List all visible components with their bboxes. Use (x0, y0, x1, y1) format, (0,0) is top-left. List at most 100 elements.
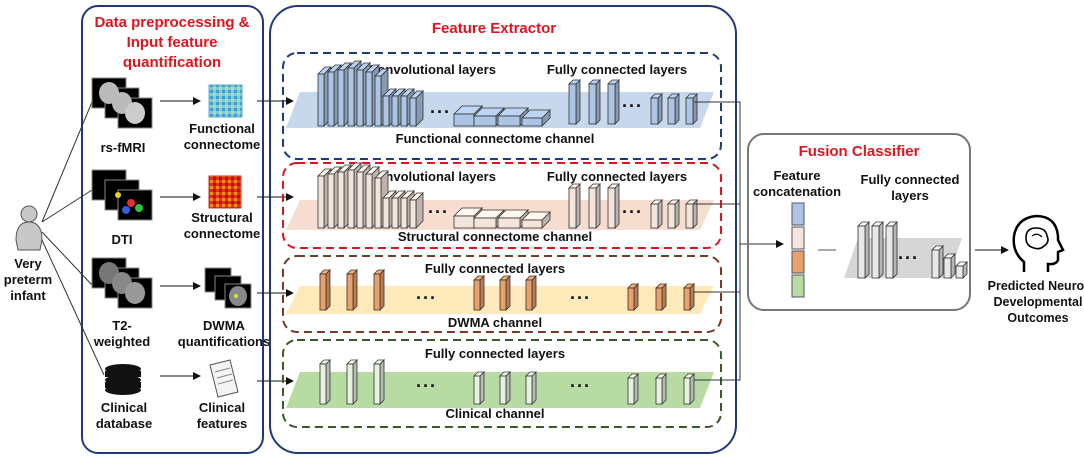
dwma-fc-layer (319, 269, 331, 311)
feature-extractor-panel (269, 5, 737, 454)
structural-conv-slab (409, 192, 424, 229)
functional-ellipsis-conv: ··· (430, 102, 451, 122)
fusion-classifier-panel (747, 133, 971, 311)
structural-conv-block (521, 211, 551, 229)
dwma-fc-layer (525, 275, 537, 311)
functional-fc-label: Fully connected layers (547, 62, 687, 77)
clinical-channel-name: Clinical channel (446, 406, 545, 421)
dwma-fc-layer (473, 275, 485, 311)
output-label-line-3: Outcomes (1007, 311, 1068, 325)
dwma-fc-layer (627, 283, 639, 311)
clinical-fc-layer (525, 371, 537, 405)
head-brain-icon (1012, 214, 1065, 272)
clinical-ellipsis-1: ··· (416, 376, 437, 396)
feature-label-clinical-line-2: features (197, 416, 248, 431)
feature-label-structural-line-1: Structural (191, 210, 252, 225)
dwma-fc-layer (346, 269, 358, 311)
structural-fc-layer (650, 199, 663, 229)
input-label-rs-fmri: rs-fMRI (101, 140, 146, 155)
feature-label-clinical-line-1: Clinical (199, 400, 245, 415)
fusion-fc-layer (943, 253, 956, 279)
structural-fc-label: Fully connected layers (547, 169, 687, 184)
feature-label-functional-line-2: connectome (184, 137, 261, 152)
input-label-clinical-line-2: database (96, 416, 152, 431)
fusion-fc-layer (871, 221, 884, 279)
concatenated-feature-vector (791, 202, 805, 298)
feature-extractor-title: Feature Extractor (432, 20, 556, 37)
concat-label-line-2: concatenation (753, 184, 841, 199)
input-label-t2-line-2: weighted (93, 334, 150, 349)
dwma-fc-layer (683, 283, 695, 311)
structural-fc-layer (607, 183, 620, 229)
dwma-scan-stack-icon (204, 267, 252, 309)
dwma-ellipsis-1: ··· (416, 288, 437, 308)
subject-label-line-2: preterm (4, 272, 52, 287)
clinical-fc-layer (655, 373, 667, 405)
dti-tractography-stack-icon (91, 169, 153, 221)
structural-ellipsis-fc: ··· (622, 202, 643, 222)
clinical-fc-layers (319, 359, 695, 405)
input-label-dti: DTI (112, 232, 133, 247)
structural-fc-layer (685, 199, 698, 229)
structural-ellipsis-conv: ··· (428, 202, 449, 222)
input-to-feature-arrows (160, 97, 201, 380)
functional-conv-label: Convolutional layers (368, 62, 496, 77)
dwma-channel-name: DWMA channel (448, 315, 542, 330)
clinical-fc-label: Fully connected layers (425, 346, 565, 361)
structural-fc-layer (667, 199, 680, 229)
input-label-t2-line-1: T2- (112, 318, 132, 333)
input-label-clinical-line-1: Clinical (101, 400, 147, 415)
functional-fc-layer (568, 79, 581, 125)
fusion-fc-label-line-1: Fully connected (861, 172, 960, 187)
functional-fc-layer (685, 93, 698, 125)
functional-channel-box (282, 52, 722, 160)
clinical-fc-layer (373, 359, 385, 405)
dwma-fc-layer (499, 275, 511, 311)
dwma-fc-label: Fully connected layers (425, 261, 565, 276)
clinical-fc-layer (499, 371, 511, 405)
infant-person-icon (15, 205, 43, 251)
feature-label-dwma-line-2: quantifications (178, 334, 270, 349)
functional-channel-name: Functional connectome channel (396, 131, 595, 146)
feature-to-channel-arrows (257, 97, 294, 385)
fusion-title: Fusion Classifier (799, 143, 920, 160)
functional-fc-layers (568, 79, 698, 125)
clinical-fc-layer (627, 373, 639, 405)
functional-conv-slab (409, 90, 424, 127)
dwma-channel-box (282, 255, 722, 333)
functional-conv-block (521, 109, 551, 127)
clinical-fc-layer (473, 371, 485, 405)
dwma-ellipsis-2: ··· (570, 288, 591, 308)
output-label-line-2: Developmental (994, 295, 1083, 309)
output-label-line-1: Predicted Neuro- (988, 279, 1084, 293)
functional-fc-layer (607, 79, 620, 125)
fusion-fc-layer (857, 221, 870, 279)
structural-fc-layer (588, 183, 601, 229)
structural-conv-layers (317, 162, 551, 229)
preprocessing-title-line-2: Input feature (127, 34, 218, 51)
functional-connectome-matrix-icon (208, 84, 243, 118)
document-icon (209, 359, 239, 398)
fusion-fc-layer (955, 261, 968, 279)
database-icon (105, 364, 141, 395)
feature-label-functional-line-1: Functional (189, 121, 255, 136)
structural-channel-box (282, 162, 722, 249)
concat-label-line-1: Feature (774, 168, 821, 183)
preprocessing-title-line-3: quantification (123, 54, 221, 71)
functional-conv-layers (317, 60, 551, 127)
clinical-channel-box (282, 339, 722, 428)
functional-fc-layer (588, 79, 601, 125)
structural-fc-layer (568, 183, 581, 229)
fusion-fc-layers (857, 221, 968, 279)
subject-to-input-lines (41, 101, 105, 376)
dwma-fc-layer (655, 283, 667, 311)
fusion-fc-layer (931, 245, 944, 279)
clinical-fc-layer (319, 359, 331, 405)
fusion-fc-layer (885, 221, 898, 279)
functional-fc-layer (650, 93, 663, 125)
t2-scan-stack-icon (91, 257, 153, 309)
dwma-fc-layer (373, 269, 385, 311)
structural-channel-name: Structural connectome channel (398, 229, 592, 244)
clinical-ellipsis-2: ··· (570, 376, 591, 396)
subject-label-line-3: infant (10, 288, 46, 303)
